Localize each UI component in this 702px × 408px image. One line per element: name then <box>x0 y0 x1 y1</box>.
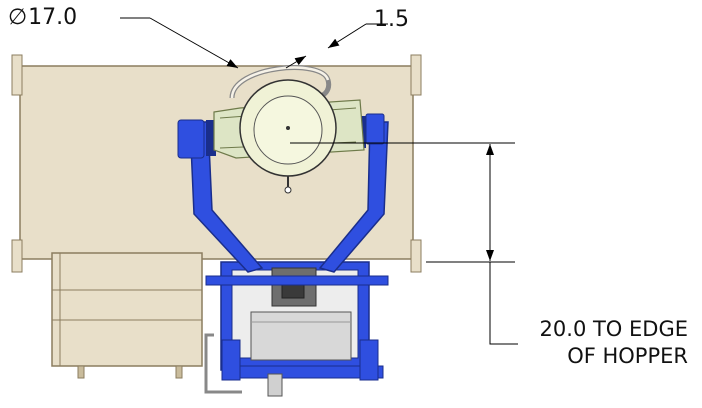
distance-note-line1: 20.0 TO EDGE <box>539 317 688 341</box>
diameter-symbol: ∅ <box>8 5 28 30</box>
gap-leader <box>285 23 388 69</box>
hopper-lower-left <box>51 252 203 367</box>
flange-tab <box>410 239 422 273</box>
left-motor <box>177 119 205 159</box>
control-panel <box>250 311 352 361</box>
right-arm <box>318 121 389 273</box>
hopper-leg-left <box>77 365 85 379</box>
diameter-callout: ∅17.0 <box>8 5 77 30</box>
gap-callout: 1.5 <box>374 7 409 32</box>
flange-tab <box>410 54 422 96</box>
hopper-leg-right <box>175 365 183 379</box>
note-leader <box>489 262 518 345</box>
vertical-dimension <box>290 142 518 345</box>
distance-note-line2: OF HOPPER <box>567 344 688 368</box>
blue-frame <box>177 113 389 397</box>
flange-tab <box>11 239 23 273</box>
diameter-value: 17.0 <box>28 5 78 30</box>
flange-tab <box>11 54 23 96</box>
bottom-fitting <box>267 373 283 397</box>
distance-note: 20.0 TO EDGE OF HOPPER <box>540 316 688 370</box>
bottom-rail <box>222 365 384 379</box>
right-motor <box>365 113 385 145</box>
cross-bar <box>205 275 389 286</box>
diameter-leader <box>120 17 239 69</box>
